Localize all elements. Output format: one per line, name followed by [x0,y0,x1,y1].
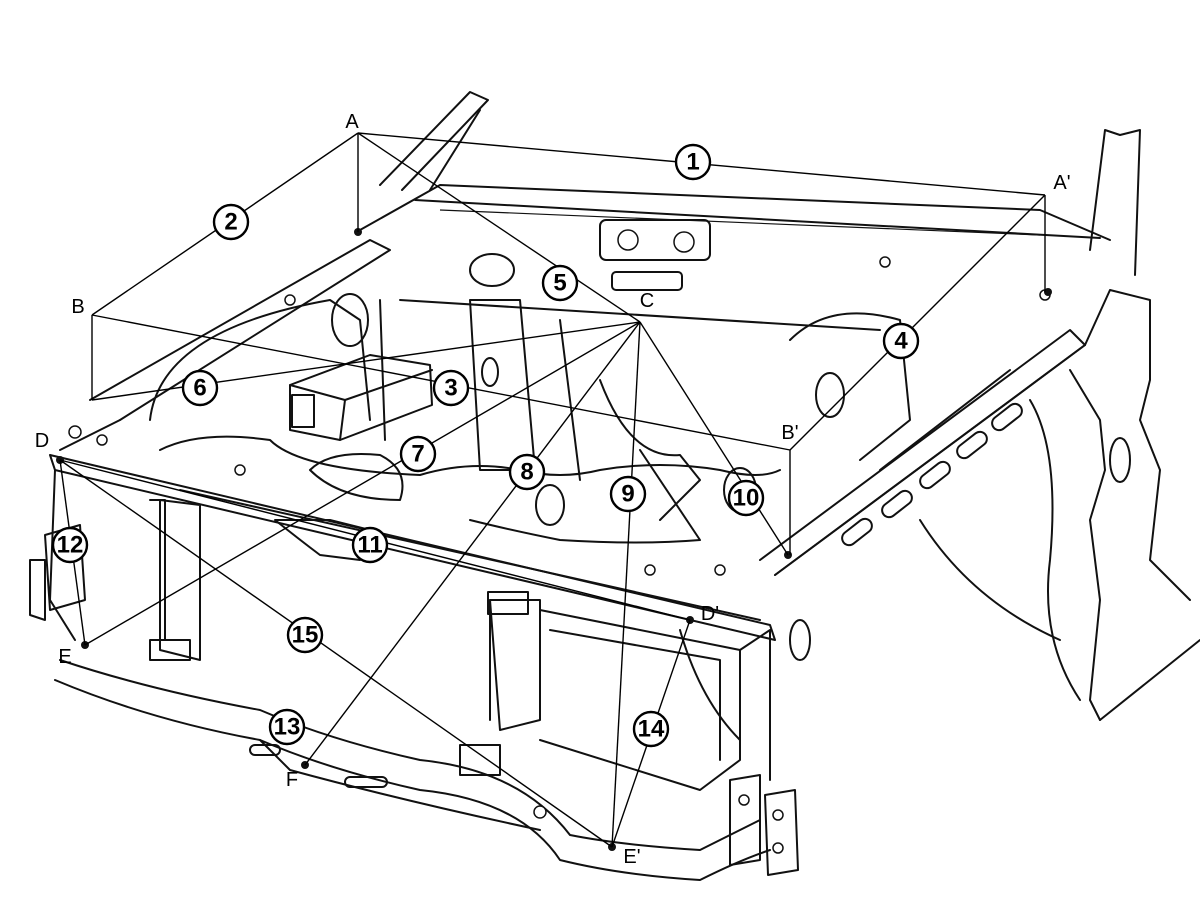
point-label-e: E [58,646,71,668]
callout-11-label: 11 [357,532,382,559]
point-label-d: D [35,430,49,452]
point-label-e-prime: E' [623,846,640,868]
callout-13-label: 13 [274,714,301,741]
vehicle-front-body-illustration [29,91,1200,881]
callout-15: 15 [286,616,324,654]
callout-3: 3 [432,369,470,407]
callout-11: 11 [351,526,389,564]
callout-4: 4 [882,322,920,360]
callout-3-label: 3 [444,375,457,402]
callout-10: 10 [727,479,765,517]
point-label-d-prime: D' [701,603,719,625]
callout-12-label: 12 [57,532,84,559]
callout-8-label: 8 [520,459,533,486]
callout-14-label: 14 [638,716,665,743]
callout-7: 7 [399,435,437,473]
point-label-a: A [345,111,359,133]
callout-2-label: 2 [224,209,237,236]
callout-8: 8 [508,453,546,491]
point-label-f: F [286,769,298,791]
callout-1: 1 [674,143,712,181]
callout-10-label: 10 [733,485,760,512]
point-label-b: B [71,296,84,318]
measurement-lines [59,132,1046,848]
callout-14: 14 [632,710,670,748]
callout-4-label: 4 [894,328,908,355]
callout-15-label: 15 [292,622,319,649]
callout-6-label: 6 [193,375,206,402]
point-label-b-prime: B' [781,422,798,444]
callout-9: 9 [609,475,647,513]
callout-2: 2 [212,203,250,241]
callout-6: 6 [181,369,219,407]
callout-5-label: 5 [553,270,566,297]
measurement-points: A A' B B' C D D' E E' F [35,111,1071,868]
callout-7-label: 7 [411,441,424,468]
callout-5: 5 [541,264,579,302]
callout-1-label: 1 [686,149,699,176]
point-label-c: C [640,290,654,312]
point-label-a-prime: A' [1053,172,1070,194]
callout-12: 12 [51,526,89,564]
callout-9-label: 9 [621,481,634,508]
callout-13: 13 [268,708,306,746]
